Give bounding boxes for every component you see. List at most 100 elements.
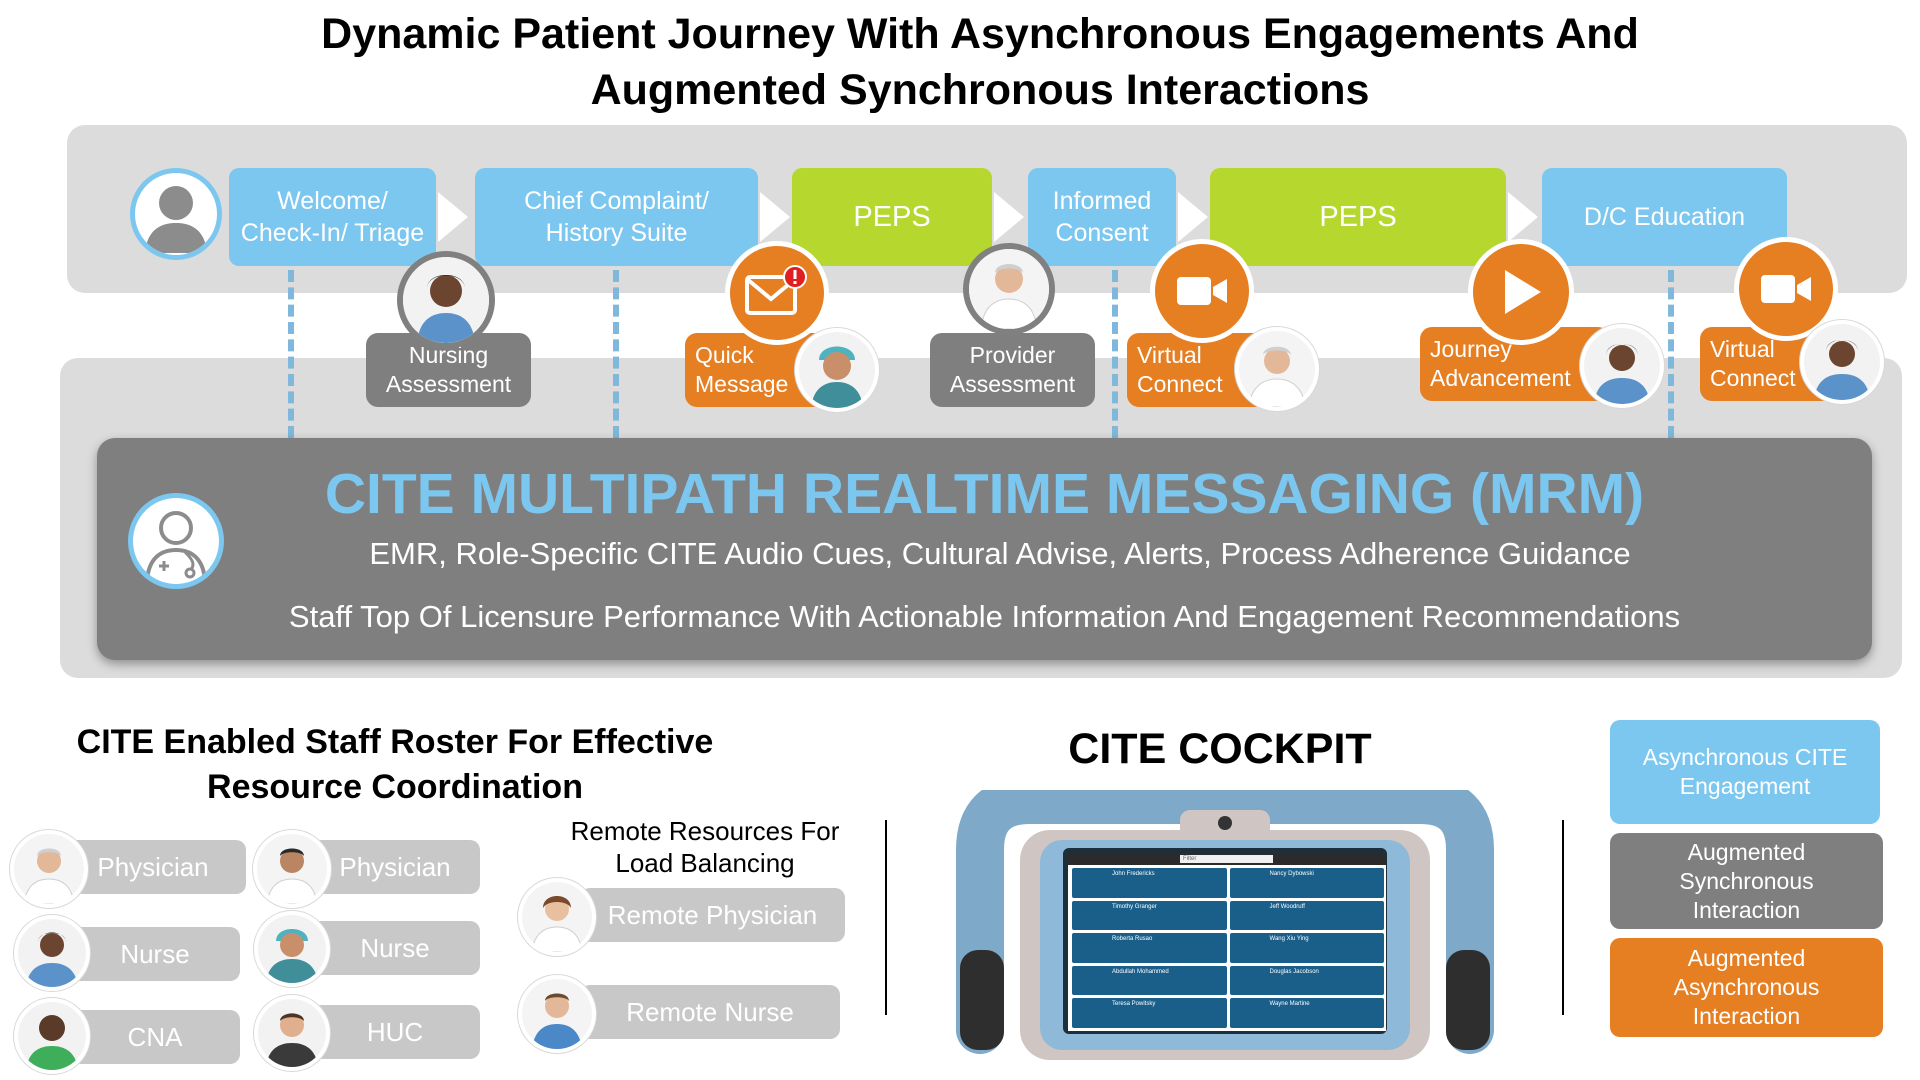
staff-label: HUC (366, 1016, 424, 1047)
mrm-panel (97, 438, 1872, 660)
staff-avatar (253, 830, 331, 908)
staff-label: CNA (127, 1021, 183, 1052)
envelope-alert-icon (745, 265, 807, 315)
tag-label: Assessment (949, 371, 1076, 397)
staff-avatar (254, 911, 330, 987)
mrm-heading: CITE MULTIPATH REALTIME MESSAGING (MRM) (324, 462, 1645, 526)
roster-title-line-2: Resource Coordination (207, 768, 583, 806)
step-label: Informed (1052, 187, 1152, 215)
cockpit-search-input[interactable]: Filter (1180, 855, 1273, 863)
staff-avatar (10, 830, 88, 908)
staff-avatar (14, 915, 90, 991)
patient-tile[interactable]: John Fredericks (1072, 868, 1227, 898)
doctor-photo-icon (969, 249, 1049, 329)
step-dc-education[interactable]: D/C Education (1542, 168, 1787, 266)
patient-tile[interactable]: Timothy Granger (1072, 900, 1227, 931)
staff-physician-1[interactable]: Physician (60, 840, 246, 894)
provider-avatar (963, 243, 1055, 335)
doctor-photo-icon (257, 834, 327, 904)
patient-tile[interactable]: Wayne Martine (1229, 998, 1384, 1028)
chevron-right-icon (438, 192, 468, 242)
patient-tile[interactable]: Jeff Woodruff (1229, 900, 1384, 931)
connector-line (1668, 270, 1674, 438)
step-label: Welcome/ (277, 187, 388, 215)
tag-label: Quick (695, 342, 754, 368)
doctor-stethoscope-icon (145, 511, 207, 581)
patient-avatar-inner (135, 173, 217, 255)
virtual-connect-button-2[interactable] (1734, 237, 1838, 341)
tag-label: Journey (1430, 336, 1512, 362)
patient-tile[interactable]: Teresa Powitsky (1072, 998, 1227, 1028)
legend-label: Augmented (1687, 838, 1806, 865)
remote-avatar (518, 878, 596, 956)
patient-tile[interactable]: Wang Xiu Ying (1229, 933, 1384, 963)
step-chief-complaint[interactable]: Chief Complaint/History Suite (475, 168, 758, 266)
virtual-connect-button-1[interactable] (1150, 239, 1254, 343)
divider-line (885, 820, 887, 1015)
staff-label: Nurse (120, 938, 190, 969)
legend-label: Synchronous (1679, 867, 1814, 894)
legend-label: Augmented (1687, 945, 1806, 971)
step-label: D/C Education (1583, 203, 1746, 231)
tag-label: Connect (1710, 365, 1796, 391)
step-label: PEPS (1319, 201, 1397, 233)
staff-label: Physician (97, 851, 209, 882)
tag-label: Advancement (1430, 365, 1571, 391)
nurse-photo-icon (522, 979, 592, 1049)
remote-resources-title: Remote Resources For Load Balancing (545, 815, 865, 879)
remote-physician[interactable]: Remote Physician (580, 888, 845, 942)
video-camera-icon (1761, 275, 1811, 303)
remote-label: Remote Physician (607, 899, 818, 930)
cna-photo-icon (18, 1002, 86, 1070)
step-peps-2[interactable]: PEPS (1210, 168, 1506, 266)
patient-tile[interactable]: Abdullah Mohammed (1072, 965, 1227, 996)
step-label: Check-In/ Triage (240, 219, 425, 247)
step-label: Consent (1055, 219, 1149, 247)
staff-label: Physician (339, 851, 451, 882)
staff-avatar (254, 995, 330, 1071)
divider-line (1562, 820, 1564, 1015)
surgeon-photo-icon (799, 332, 875, 408)
step-label: History Suite (545, 219, 688, 247)
tag-label: Connect (1137, 371, 1223, 397)
chevron-right-icon (760, 192, 790, 242)
nurse-photo-icon (403, 257, 489, 343)
connector-line (288, 270, 294, 438)
nurse-photo-icon (1584, 328, 1660, 404)
remote-title-line-2: Load Balancing (615, 848, 795, 878)
step-welcome-check-in[interactable]: Welcome/Check-In/ Triage (229, 168, 436, 266)
staff-physician-2[interactable]: Physician (310, 840, 480, 894)
tag-label: Assessment (385, 371, 512, 397)
journey-advancement-button[interactable] (1468, 239, 1574, 345)
staff-nurse-1[interactable]: Nurse (70, 927, 240, 981)
nurse-photo-icon (18, 919, 86, 987)
cockpit-patient-grid: John Fredericks Nancy Dybowski Timothy G… (1072, 868, 1384, 1028)
person-silhouette-icon (145, 186, 207, 253)
legend-label: Engagement (1679, 773, 1811, 799)
connector-line (613, 270, 619, 438)
staff-avatar (14, 998, 90, 1074)
step-peps-1[interactable]: PEPS (792, 168, 992, 266)
title-line-2: Augmented Synchronous Interactions (590, 66, 1370, 114)
quick-message-button[interactable] (725, 241, 829, 345)
remote-nurse[interactable]: Remote Nurse (580, 985, 840, 1039)
legend-label: Asynchronous CITE (1642, 744, 1848, 770)
mrm-line-2: Staff Top Of Licensure Performance With … (288, 599, 1681, 634)
patient-avatar (130, 168, 222, 260)
remote-avatar (518, 975, 596, 1053)
staff-huc[interactable]: HUC (310, 1005, 480, 1059)
remote-label: Remote Nurse (626, 996, 794, 1027)
clinician-avatar (128, 493, 224, 589)
patient-tile[interactable]: Douglas Jacobson (1229, 965, 1384, 996)
connector-line (1112, 270, 1118, 438)
remote-title-line-1: Remote Resources For (570, 816, 840, 846)
staff-cna[interactable]: CNA (70, 1010, 240, 1064)
legend-asynchronous-engagement: Asynchronous CITE Engagement (1610, 720, 1880, 824)
patient-tile[interactable]: Nancy Dybowski (1229, 868, 1384, 898)
staff-nurse-2[interactable]: Nurse (310, 921, 480, 975)
tag-label: Virtual (1710, 336, 1775, 362)
nurse-avatar (397, 251, 495, 349)
patient-tile[interactable]: Roberta Rusao (1072, 933, 1227, 963)
